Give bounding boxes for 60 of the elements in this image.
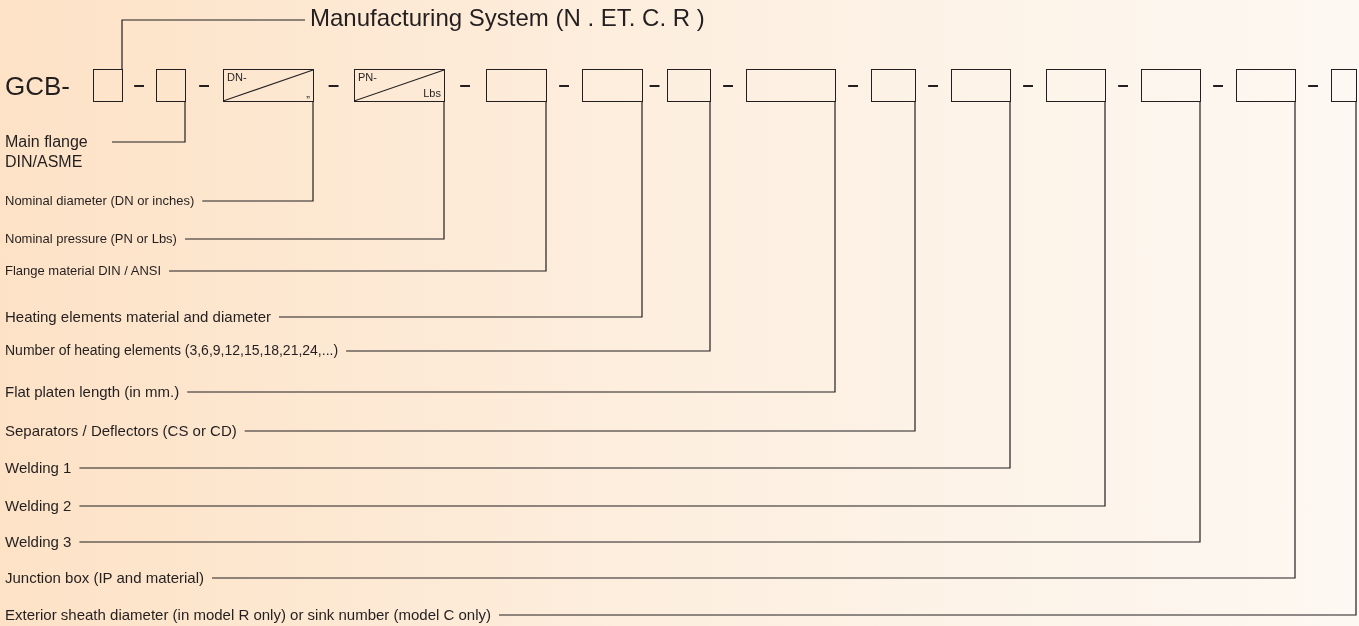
separator-dash: – — [1022, 72, 1034, 95]
model-code-prefix: GCB- — [5, 70, 70, 101]
leader-line — [184, 101, 445, 240]
description-label: Main flange DIN/ASME — [5, 132, 110, 172]
code-box — [746, 69, 836, 102]
description-label: Nominal pressure (PN or Lbs) — [5, 228, 177, 248]
code-box — [1236, 69, 1296, 102]
leader-line — [78, 101, 1011, 469]
separator-dash: – — [1307, 72, 1319, 95]
code-box — [1331, 69, 1357, 102]
leader-line — [498, 101, 1357, 616]
leader-line — [244, 101, 916, 432]
code-box — [1046, 69, 1106, 102]
separator-dash: – — [558, 72, 570, 95]
description-label: Exterior sheath diameter (in model R only) or sink number (model C only) — [5, 603, 492, 625]
description-label: Welding 1 — [5, 456, 72, 478]
separator-dash: – — [198, 72, 210, 95]
description-label: Flange material DIN / ANSI — [5, 260, 162, 280]
description-label: Welding 3 — [5, 530, 72, 552]
leader-line — [78, 101, 1201, 543]
leader-line — [211, 101, 1296, 579]
code-box — [223, 69, 314, 102]
code-box — [871, 69, 916, 102]
leader-line — [186, 101, 836, 393]
separator-dash: – — [927, 72, 939, 95]
separator-dash: – — [847, 72, 859, 95]
leader-line — [345, 101, 711, 352]
separator-dash: – — [133, 72, 145, 95]
unit-label: „ — [306, 87, 310, 99]
code-box — [667, 69, 711, 102]
leader-line — [168, 101, 547, 272]
code-box — [951, 69, 1011, 102]
description-label: Separators / Deflectors (CS or CD) — [5, 419, 237, 441]
callout-heading: Manufacturing System (N . ET. C. R ) — [310, 3, 705, 33]
separator-dash: – — [1117, 72, 1129, 95]
leader-line — [121, 19, 306, 70]
separator-dash: – — [649, 72, 661, 95]
separator-dash: – — [459, 72, 471, 95]
leader-line — [111, 101, 186, 143]
description-label: Welding 2 — [5, 494, 72, 516]
leader-line — [278, 101, 643, 318]
code-box — [582, 69, 643, 102]
field-prefix: DN- — [227, 71, 247, 83]
separator-dash: – — [722, 72, 734, 95]
separator-dash: – — [328, 72, 340, 95]
unit-label: Lbs — [423, 87, 441, 99]
description-label: Number of heating elements (3,6,9,12,15,18,21,24,...) — [5, 340, 339, 360]
description-label: Nominal diameter (DN or inches) — [5, 190, 195, 210]
separator-dash: – — [1212, 72, 1224, 95]
description-label: Heating elements material and diameter — [5, 305, 271, 327]
leader-line — [201, 101, 314, 202]
description-label: Junction box (IP and material) — [5, 566, 204, 588]
leader-line — [78, 101, 1106, 507]
field-prefix: PN- — [358, 71, 377, 83]
code-box — [486, 69, 547, 102]
description-label: Flat platen length (in mm.) — [5, 380, 180, 402]
code-box — [1141, 69, 1201, 102]
code-box — [354, 69, 445, 102]
code-box — [93, 69, 123, 102]
code-box — [156, 69, 186, 102]
